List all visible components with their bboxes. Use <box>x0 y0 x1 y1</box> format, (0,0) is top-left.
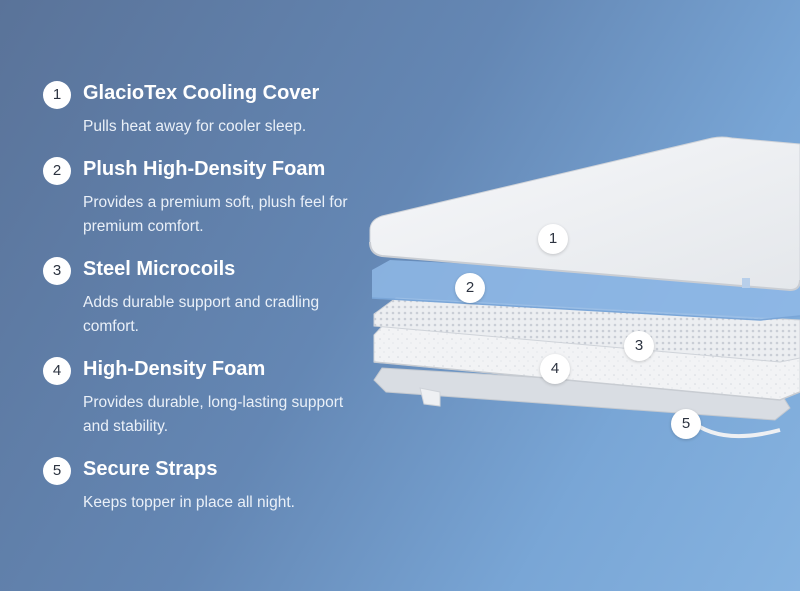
mattress-layers-illustration: 1 2 3 4 5 <box>360 130 800 460</box>
number-badge: 4 <box>43 357 71 385</box>
layer-title: Steel Microcoils <box>83 258 236 280</box>
callout-badge-5: 5 <box>671 409 701 439</box>
layer-description: Provides durable, long-lasting support a… <box>83 394 344 435</box>
callout-badge-3: 3 <box>624 331 654 361</box>
layer-title: Plush High-Density Foam <box>83 158 326 180</box>
exploded-mattress-diagram <box>369 136 800 439</box>
callout-badge-4: 4 <box>540 354 570 384</box>
layer-title: High-Density Foam <box>83 358 266 380</box>
number-badge: 5 <box>43 457 71 485</box>
cooling-cover-layer <box>369 136 800 292</box>
layer-title: Secure Straps <box>83 458 218 480</box>
layer-description: Pulls heat away for cooler sleep. <box>83 118 307 135</box>
layer-title: GlacioTex Cooling Cover <box>83 82 320 104</box>
number-badge: 3 <box>43 257 71 285</box>
layer-description: Keeps topper in place all night. <box>83 494 295 511</box>
layer-description: Adds durable support and cradling comfor… <box>83 294 320 335</box>
callout-badge-2: 2 <box>455 273 485 303</box>
number-badge: 2 <box>43 157 71 185</box>
number-badge: 1 <box>43 81 71 109</box>
tag-icon <box>742 278 750 288</box>
layer-description: Provides a premium soft, plush feel for … <box>83 194 348 235</box>
callout-badge-1: 1 <box>538 224 568 254</box>
